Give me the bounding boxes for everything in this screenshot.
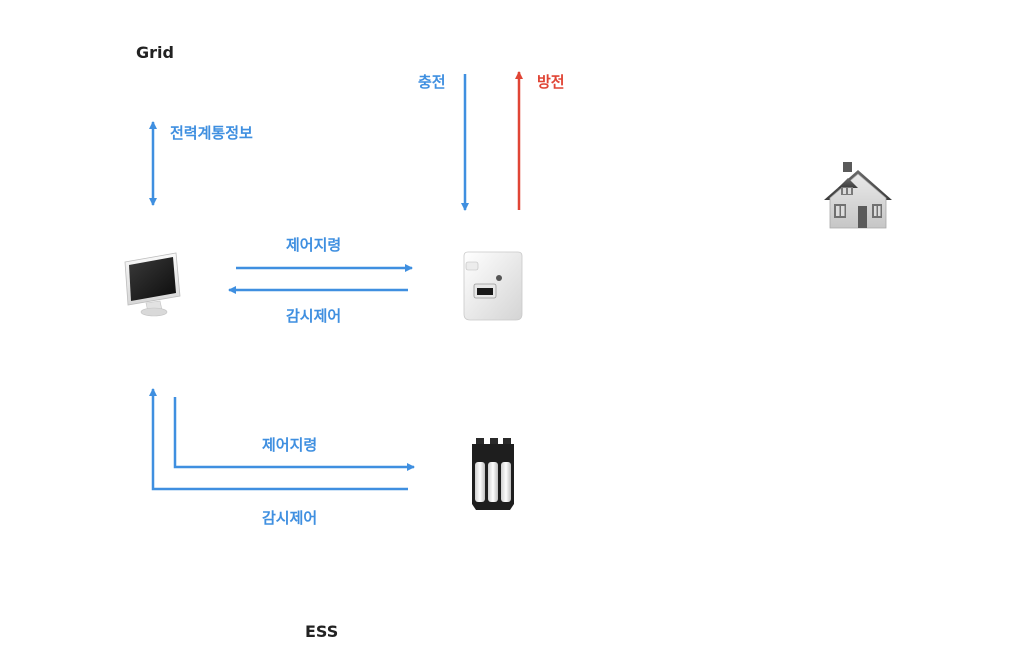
battery-icon [472, 438, 514, 510]
monitor-icon [124, 252, 181, 317]
control-command-label-bottom: 제어지령 [262, 436, 318, 454]
house-icon [824, 162, 892, 229]
monitoring-control-label-bottom: 감시제어 [262, 509, 318, 527]
monitoring-control-label-top: 감시제어 [286, 307, 342, 325]
monitoring-control-arrow-bottom [149, 388, 408, 491]
ess-label: ESS [305, 622, 339, 641]
control-command-label-top: 제어지령 [286, 236, 342, 254]
power-conditioner-icon [463, 251, 523, 321]
control-command-arrow-bottom [173, 397, 415, 471]
discharge-label: 방전 [537, 73, 565, 91]
power-system-info-label: 전력계통정보 [170, 124, 253, 142]
charge-label: 충전 [418, 73, 446, 91]
grid-label: Grid [136, 43, 174, 62]
